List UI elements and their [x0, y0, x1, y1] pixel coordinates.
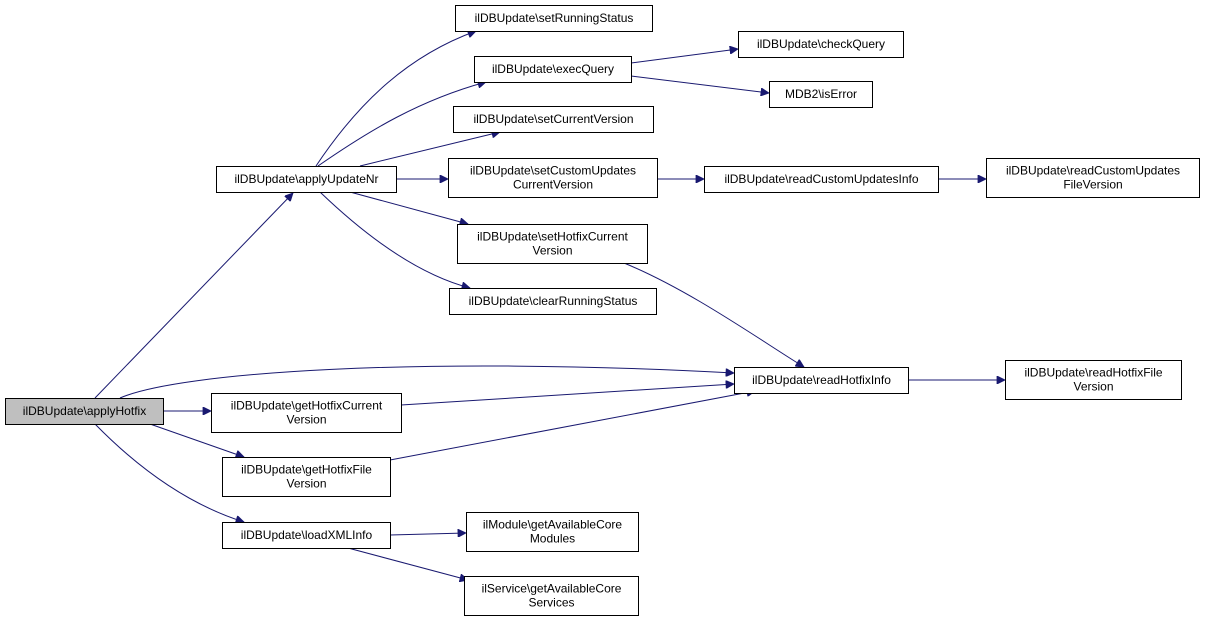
node-applyUpdateNr[interactable]: ilDBUpdate\applyUpdateNr: [216, 166, 397, 193]
node-label: FileVersion: [1063, 178, 1122, 192]
node-label: ilDBUpdate\loadXMLInfo: [241, 528, 373, 542]
node-box: [222, 522, 391, 549]
node-box: [704, 166, 939, 193]
node-label: ilDBUpdate\getHotfixFile: [241, 463, 372, 477]
edge-getHotfixFileVersion-to-readHotfixInfo: [389, 391, 755, 461]
node-box: [738, 31, 904, 58]
node-box: [734, 367, 909, 394]
node-box: [448, 158, 658, 198]
node-setRunningStatus[interactable]: ilDBUpdate\setRunningStatus: [455, 5, 653, 32]
node-box: [455, 5, 653, 32]
node-label: ilDBUpdate\setCustomUpdates: [470, 164, 636, 178]
node-box: [457, 224, 648, 264]
edge-execQuery-to-checkQuery: [630, 49, 738, 64]
node-setCurrentVersion[interactable]: ilDBUpdate\setCurrentVersion: [453, 106, 654, 133]
node-label: ilDBUpdate\execQuery: [492, 62, 614, 76]
node-label: ilDBUpdate\readHotfixInfo: [752, 373, 891, 387]
node-execQuery[interactable]: ilDBUpdate\execQuery: [474, 56, 632, 83]
node-box: [453, 106, 654, 133]
node-label: Version: [532, 244, 572, 258]
edge-setHotfixCurrentVersion-to-readHotfixInfo: [623, 262, 804, 367]
node-layer: ilDBUpdate\applyHotfix ilDBUpdate\applyUp…: [5, 5, 1200, 616]
node-box: [474, 56, 632, 83]
node-label: ilDBUpdate\readHotfixFile: [1024, 366, 1162, 380]
node-label: CurrentVersion: [513, 178, 593, 192]
edge-applyUpdateNr-to-execQuery: [317, 82, 486, 167]
edge-loadXMLInfo-to-getAvailableCoreModules: [389, 533, 466, 535]
edge-applyUpdateNr-to-setRunningStatus: [315, 31, 476, 167]
node-box: [216, 166, 397, 193]
node-loadXMLInfo[interactable]: ilDBUpdate\loadXMLInfo: [222, 522, 391, 549]
node-readCustomUpdatesInfo[interactable]: ilDBUpdate\readCustomUpdatesInfo: [704, 166, 939, 193]
node-label: ilDBUpdate\setCurrentVersion: [473, 112, 633, 126]
edge-layer: [94, 31, 1005, 580]
edge-execQuery-to-isError: [630, 75, 769, 93]
edge-applyUpdateNr-to-setHotfixCurrentVersion: [349, 191, 468, 224]
node-label: ilDBUpdate\getHotfixCurrent: [231, 399, 383, 413]
node-label: Services: [528, 596, 574, 610]
node-label: ilDBUpdate\setRunningStatus: [475, 11, 634, 25]
node-label: ilDBUpdate\applyUpdateNr: [234, 172, 378, 186]
node-isError[interactable]: MDB2\isError: [769, 81, 873, 108]
edge-applyHotfix-to-readHotfixInfo: [119, 365, 734, 399]
edge-applyHotfix-to-getHotfixFileVersion: [149, 423, 244, 457]
node-applyHotfix[interactable]: ilDBUpdate\applyHotfix: [5, 398, 164, 425]
node-box: [449, 288, 657, 315]
node-box: [986, 158, 1200, 198]
node-label: Version: [286, 477, 326, 491]
edge-applyHotfix-to-applyUpdateNr: [94, 193, 293, 399]
edge-applyUpdateNr-to-clearRunningStatus: [319, 191, 470, 288]
node-label: ilDBUpdate\readCustomUpdates: [1006, 164, 1180, 178]
node-label: ilDBUpdate\readCustomUpdatesInfo: [724, 172, 918, 186]
edge-getHotfixCurrentVersion-to-readHotfixInfo: [400, 384, 734, 406]
node-box: [466, 512, 639, 552]
node-label: ilService\getAvailableCore: [482, 582, 622, 596]
node-label: Version: [1073, 380, 1113, 394]
node-label: ilModule\getAvailableCore: [483, 518, 623, 532]
node-setCustomUpdatesCurrentVersion[interactable]: ilDBUpdate\setCustomUpdatesCurrentVersio…: [448, 158, 658, 198]
node-box: [464, 576, 639, 616]
node-readHotfixInfo[interactable]: ilDBUpdate\readHotfixInfo: [734, 367, 909, 394]
node-clearRunningStatus[interactable]: ilDBUpdate\clearRunningStatus: [449, 288, 657, 315]
node-box: [211, 393, 402, 433]
node-label: ilDBUpdate\setHotfixCurrent: [477, 230, 628, 244]
node-label: Modules: [530, 532, 575, 546]
node-label: MDB2\isError: [785, 87, 857, 101]
node-box: [1005, 360, 1182, 400]
node-checkQuery[interactable]: ilDBUpdate\checkQuery: [738, 31, 904, 58]
edge-loadXMLInfo-to-getAvailableCoreServices: [347, 547, 468, 580]
edge-applyHotfix-to-loadXMLInfo: [94, 423, 244, 522]
node-box: [769, 81, 873, 108]
node-box: [5, 398, 164, 425]
edge-applyUpdateNr-to-setCurrentVersion: [359, 132, 500, 167]
node-label: ilDBUpdate\checkQuery: [757, 37, 885, 51]
node-label: ilDBUpdate\clearRunningStatus: [469, 294, 638, 308]
node-label: Version: [286, 413, 326, 427]
node-box: [222, 457, 391, 497]
node-label: ilDBUpdate\applyHotfix: [23, 404, 146, 418]
